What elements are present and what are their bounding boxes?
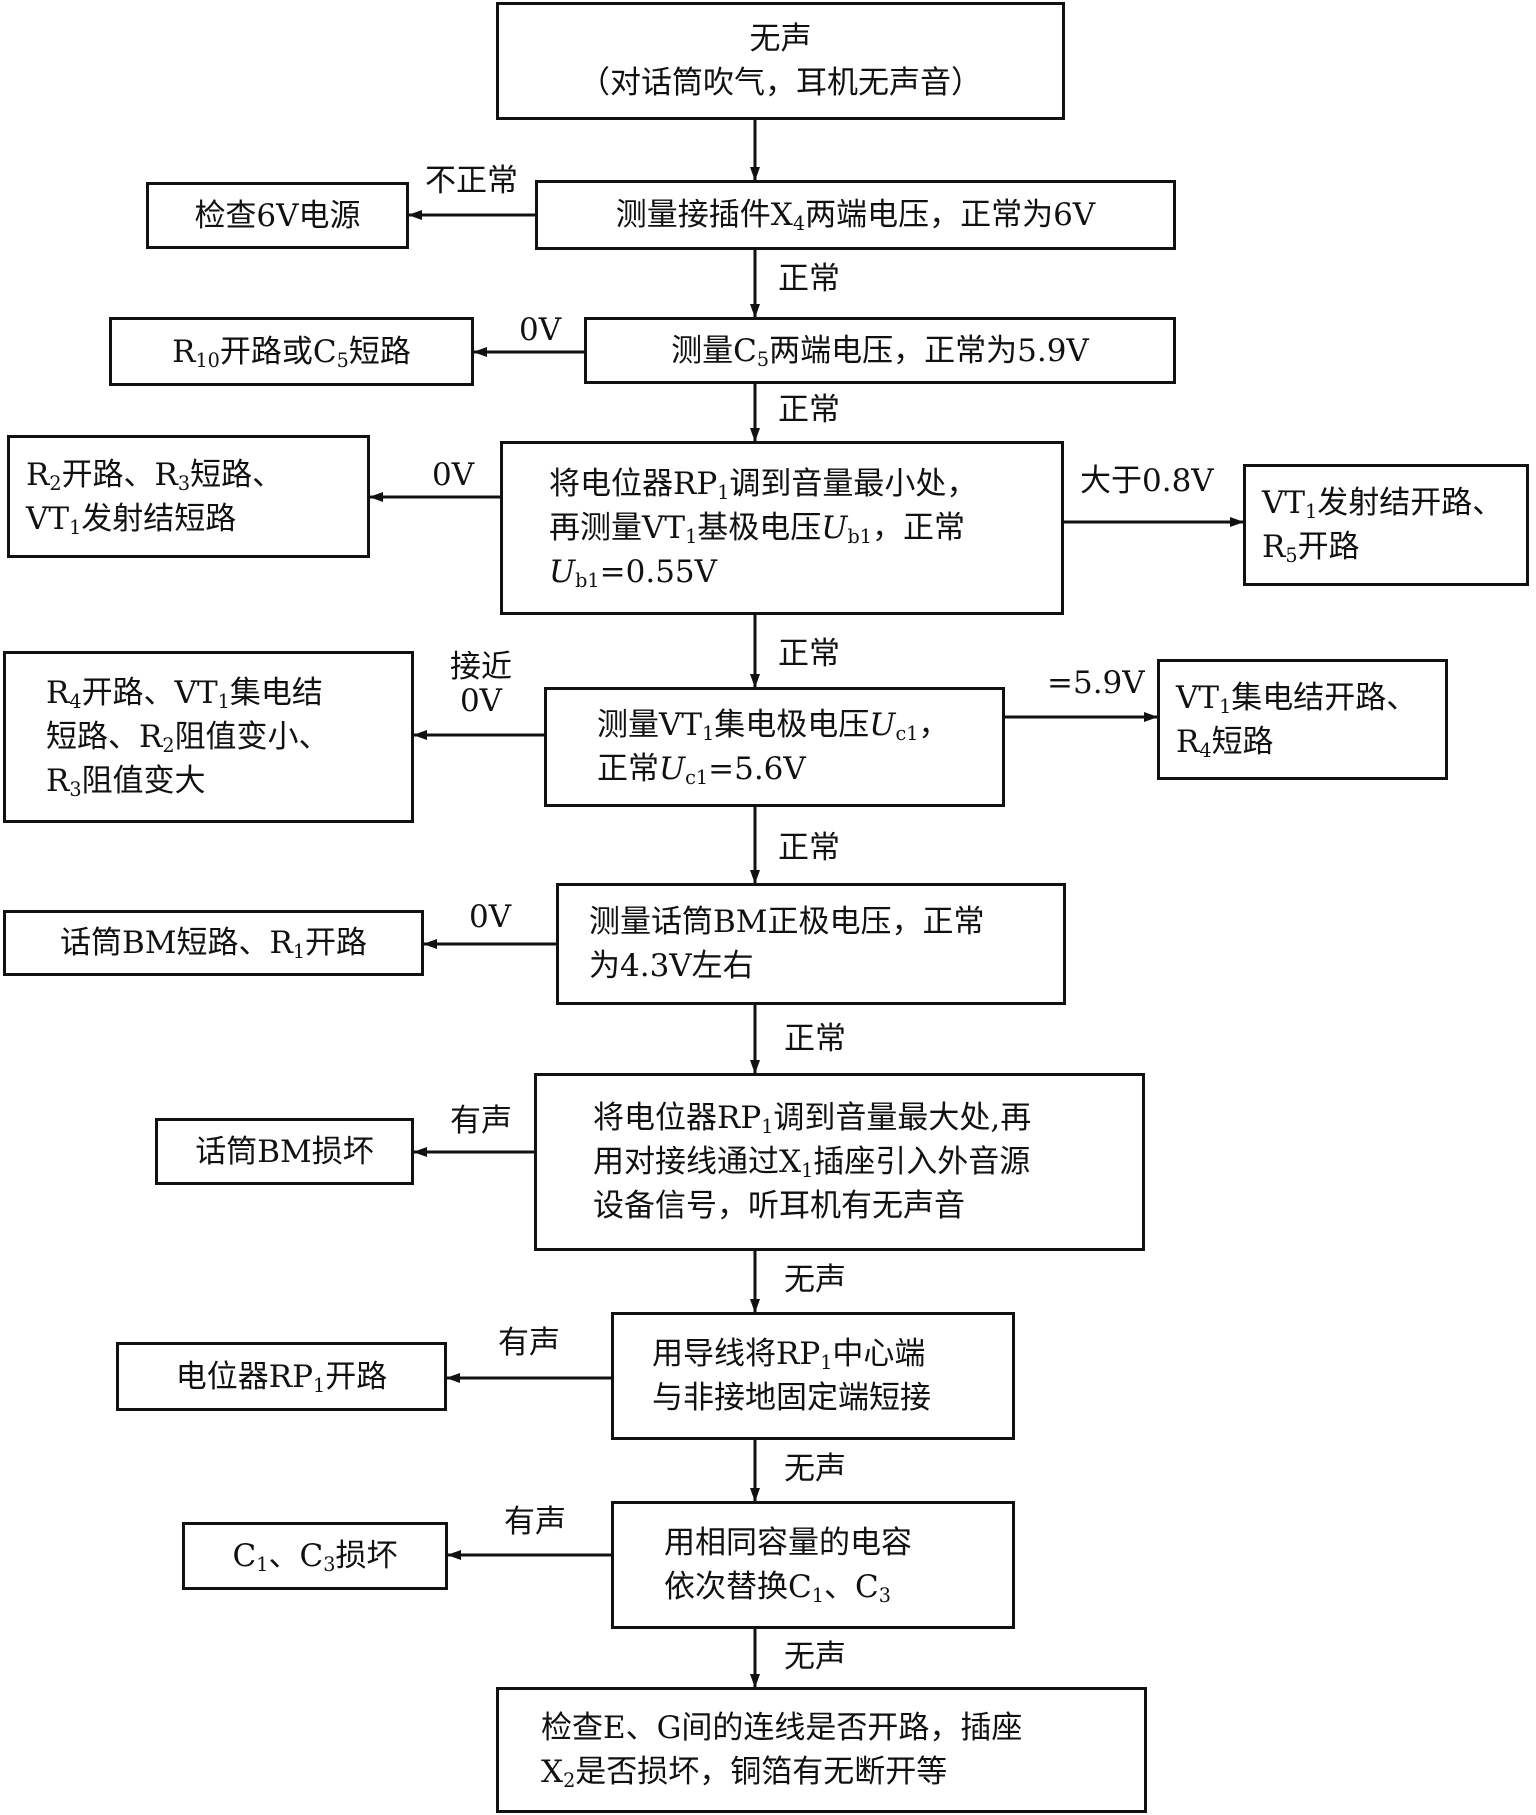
r10-fault-node: R10开路或C5短路 [109, 317, 474, 386]
c1c3-damaged-text: C1、C3损坏 [232, 1538, 398, 1576]
rp1-min-line1: 将电位器RP1调到音量最小处， [549, 466, 978, 504]
bm-damaged-text: 话筒BM损坏 [195, 1133, 374, 1170]
check-6v-text: 检查6V电源 [194, 197, 361, 234]
start-title: 无声 [749, 21, 812, 57]
vt1-emit-node: VT1发射结开路、 R5开路 [1243, 464, 1529, 586]
r4-fault-line3: R3阻值变大 [46, 763, 206, 801]
label-abnormal: 不正常 [425, 163, 518, 199]
label-zero-v-3: 0V [469, 899, 512, 935]
measure-uc1-line1: 测量VT1集电极电压Uc1， [597, 707, 950, 745]
label-no-sound-2: 无声 [784, 1451, 846, 1487]
vt1-emit-line1: VT1发射结开路、 [1262, 485, 1504, 523]
rp1-max-line3: 设备信号，听耳机有无声音 [593, 1188, 965, 1224]
vt1-coll-node: VT1集电结开路、 R4短路 [1157, 659, 1448, 780]
measure-x4-node: 测量接插件X4两端电压，正常为6V [535, 180, 1176, 250]
vt1-coll-line1: VT1集电结开路、 [1176, 679, 1418, 718]
bm-short-node: 话筒BM短路、R1开路 [3, 910, 424, 976]
measure-bm-line1: 测量话筒BM正极电压，正常 [589, 904, 985, 940]
rp1-min-line3: Ub1=0.55V [549, 554, 718, 592]
rp1-max-node: 将电位器RP1调到音量最大处,再 用对接线通过X1插座引入外音源 设备信号，听耳… [534, 1073, 1145, 1251]
r10-fault-text: R10开路或C5短路 [172, 333, 411, 372]
label-normal-3: 正常 [778, 636, 840, 672]
vt1-emit-line2: R5开路 [1262, 529, 1360, 567]
label-normal-4: 正常 [778, 830, 840, 866]
label-has-sound-3: 有声 [504, 1504, 566, 1540]
check-6v-node: 检查6V电源 [146, 182, 409, 249]
r4-fault-line2: 短路、R2阻值变小、 [46, 719, 330, 757]
start-node: 无声 （对话筒吹气，耳机无声音） [496, 2, 1065, 120]
short-rp1-node: 用导线将RP1中心端 与非接地固定端短接 [611, 1312, 1015, 1440]
c1c3-damaged-node: C1、C3损坏 [182, 1522, 448, 1590]
r2-fault-node: R2开路、R3短路、 VT1发射结短路 [7, 435, 370, 558]
measure-c5-node: 测量C5两端电压，正常为5.9V [584, 317, 1176, 384]
start-subtitle: （对话筒吹气，耳机无声音） [579, 65, 982, 101]
vt1-coll-line2: R4短路 [1176, 723, 1274, 762]
bm-damaged-node: 话筒BM损坏 [155, 1118, 414, 1185]
final-check-line1: 检查E、G间的连线是否开路，插座 [541, 1710, 1023, 1746]
measure-bm-node: 测量话筒BM正极电压，正常 为4.3V左右 [556, 883, 1066, 1005]
label-no-sound-3: 无声 [784, 1639, 846, 1675]
short-rp1-line1: 用导线将RP1中心端 [652, 1336, 926, 1374]
rp1-open-text: 电位器RP1开路 [175, 1358, 388, 1397]
label-zero-v-1: 0V [519, 312, 562, 348]
rp1-open-node: 电位器RP1开路 [116, 1342, 447, 1411]
rp1-min-line2: 再测量VT1基极电压Ub1，正常 [549, 510, 965, 548]
rp1-min-node: 将电位器RP1调到音量最小处， 再测量VT1基极电压Ub1，正常 Ub1=0.5… [500, 441, 1064, 615]
rp1-max-line2: 用对接线通过X1插座引入外音源 [593, 1144, 1031, 1182]
measure-x4-text: 测量接插件X4两端电压，正常为6V [615, 197, 1096, 235]
short-rp1-line2: 与非接地固定端短接 [652, 1380, 931, 1416]
label-near-line2: 0V [459, 683, 503, 719]
label-near-line1: 接近 [450, 649, 512, 685]
replace-c-line2: 依次替换C1、C3 [664, 1569, 891, 1607]
final-check-node: 检查E、G间的连线是否开路，插座 X2是否损坏，铜箔有无断开等 [496, 1687, 1147, 1813]
measure-uc1-line2: 正常Uc1=5.6V [597, 751, 806, 789]
r2-fault-line1: R2开路、R3短路、 [26, 456, 284, 495]
label-normal-1: 正常 [778, 261, 840, 297]
r4-fault-node: R4开路、VT1集电结 短路、R2阻值变小、 R3阻值变大 [3, 651, 414, 823]
measure-c5-text: 测量C5两端电压，正常为5.9V [671, 332, 1089, 371]
label-has-sound-1: 有声 [450, 1103, 512, 1139]
measure-bm-line2: 为4.3V左右 [589, 948, 754, 984]
label-zero-v-2: 0V [432, 457, 475, 493]
label-near-zero: 接近 0V [446, 650, 516, 718]
replace-c-node: 用相同容量的电容 依次替换C1、C3 [611, 1501, 1015, 1629]
r2-fault-line2: VT1发射结短路 [26, 500, 237, 539]
bm-short-text: 话筒BM短路、R1开路 [59, 925, 368, 963]
rp1-max-line1: 将电位器RP1调到音量最大处,再 [593, 1100, 1032, 1138]
r4-fault-line1: R4开路、VT1集电结 [46, 675, 323, 713]
label-gt-08: 大于0.8V [1080, 463, 1214, 499]
label-has-sound-2: 有声 [498, 1325, 560, 1361]
label-normal-2: 正常 [778, 392, 840, 428]
label-eq-59: =5.9V [1047, 665, 1145, 701]
label-normal-5: 正常 [784, 1021, 846, 1057]
replace-c-line1: 用相同容量的电容 [664, 1525, 912, 1561]
measure-uc1-node: 测量VT1集电极电压Uc1， 正常Uc1=5.6V [544, 687, 1005, 807]
final-check-line2: X2是否损坏，铜箔有无断开等 [541, 1754, 948, 1792]
label-no-sound-1: 无声 [784, 1262, 846, 1298]
